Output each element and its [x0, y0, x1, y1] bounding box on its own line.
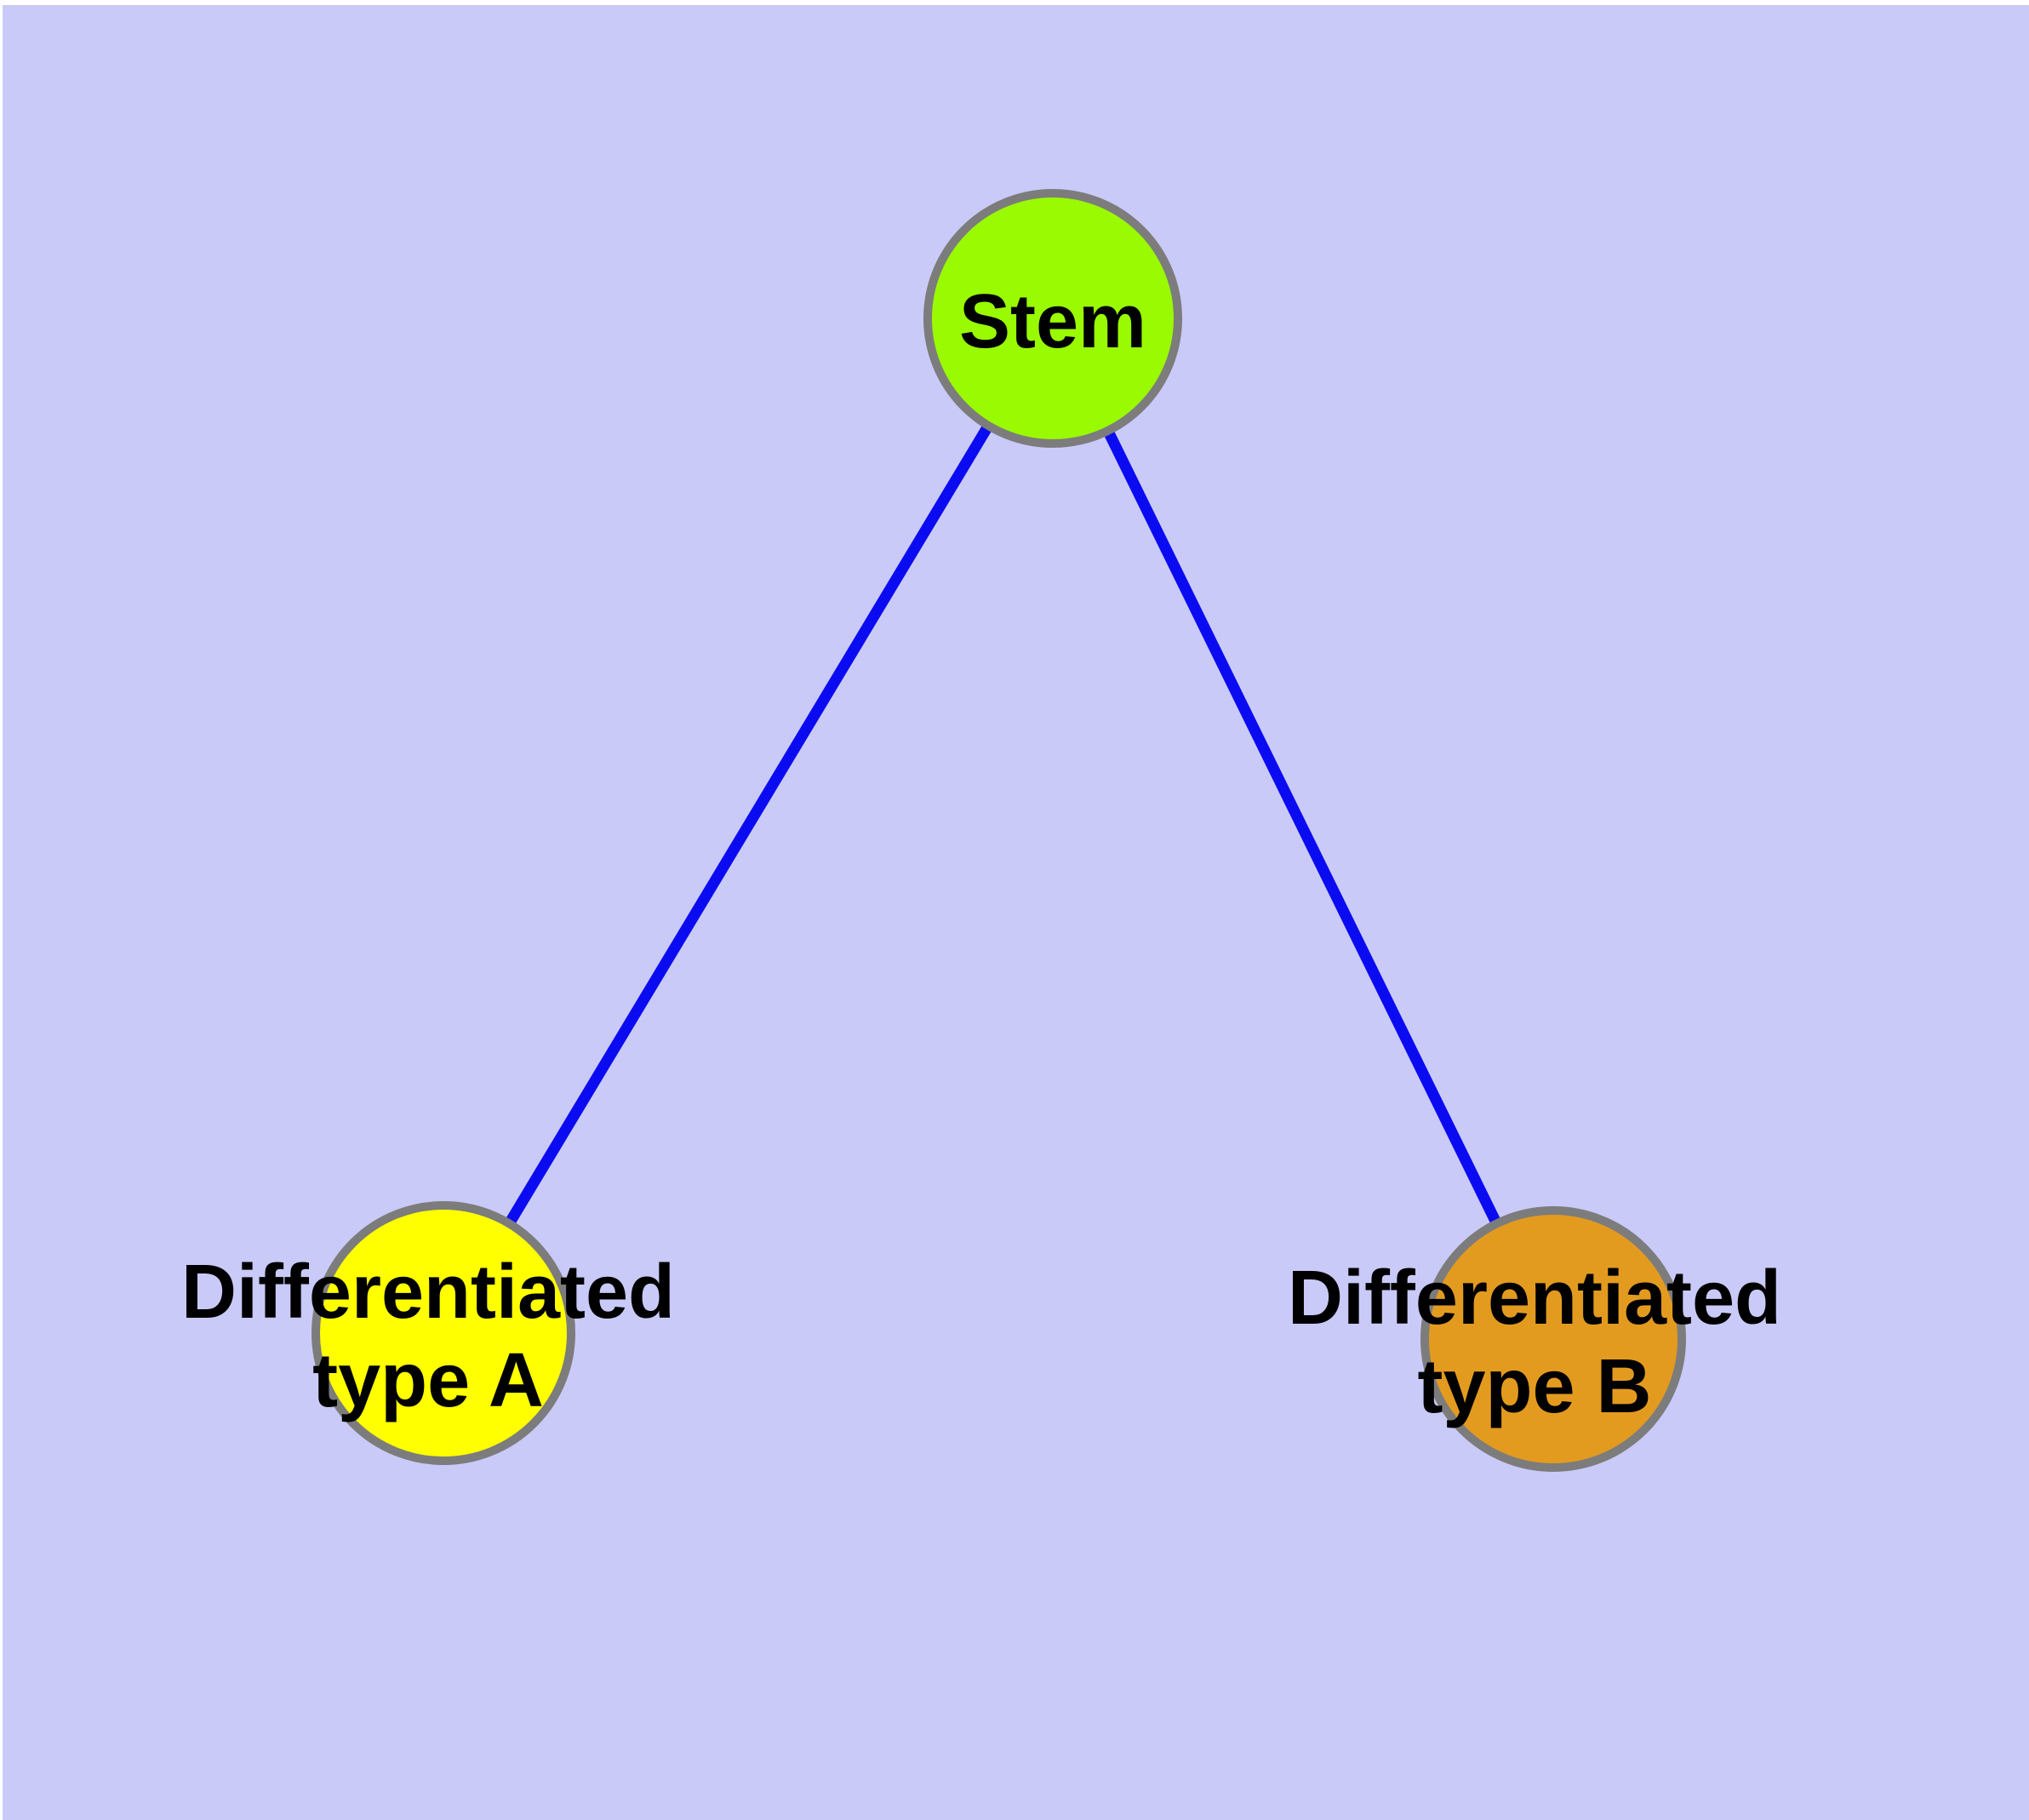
edge-stem-typeA [438, 315, 1058, 1336]
node-typeB-circle [1420, 1206, 1686, 1472]
node-typeB-label-line-1: Differentiated [1288, 1256, 1781, 1341]
node-typeA-label-line-1: Differentiated [181, 1250, 675, 1335]
edge-stem-typeB [1048, 316, 1558, 1342]
node-typeA-label-line-2: type A [312, 1338, 544, 1423]
node-typeA-circle [311, 1201, 575, 1465]
node-stem-label-line-1: Stem [959, 279, 1146, 364]
node-stem-circle [923, 189, 1182, 448]
node-typeB-label-line-2: type B [1417, 1344, 1651, 1429]
